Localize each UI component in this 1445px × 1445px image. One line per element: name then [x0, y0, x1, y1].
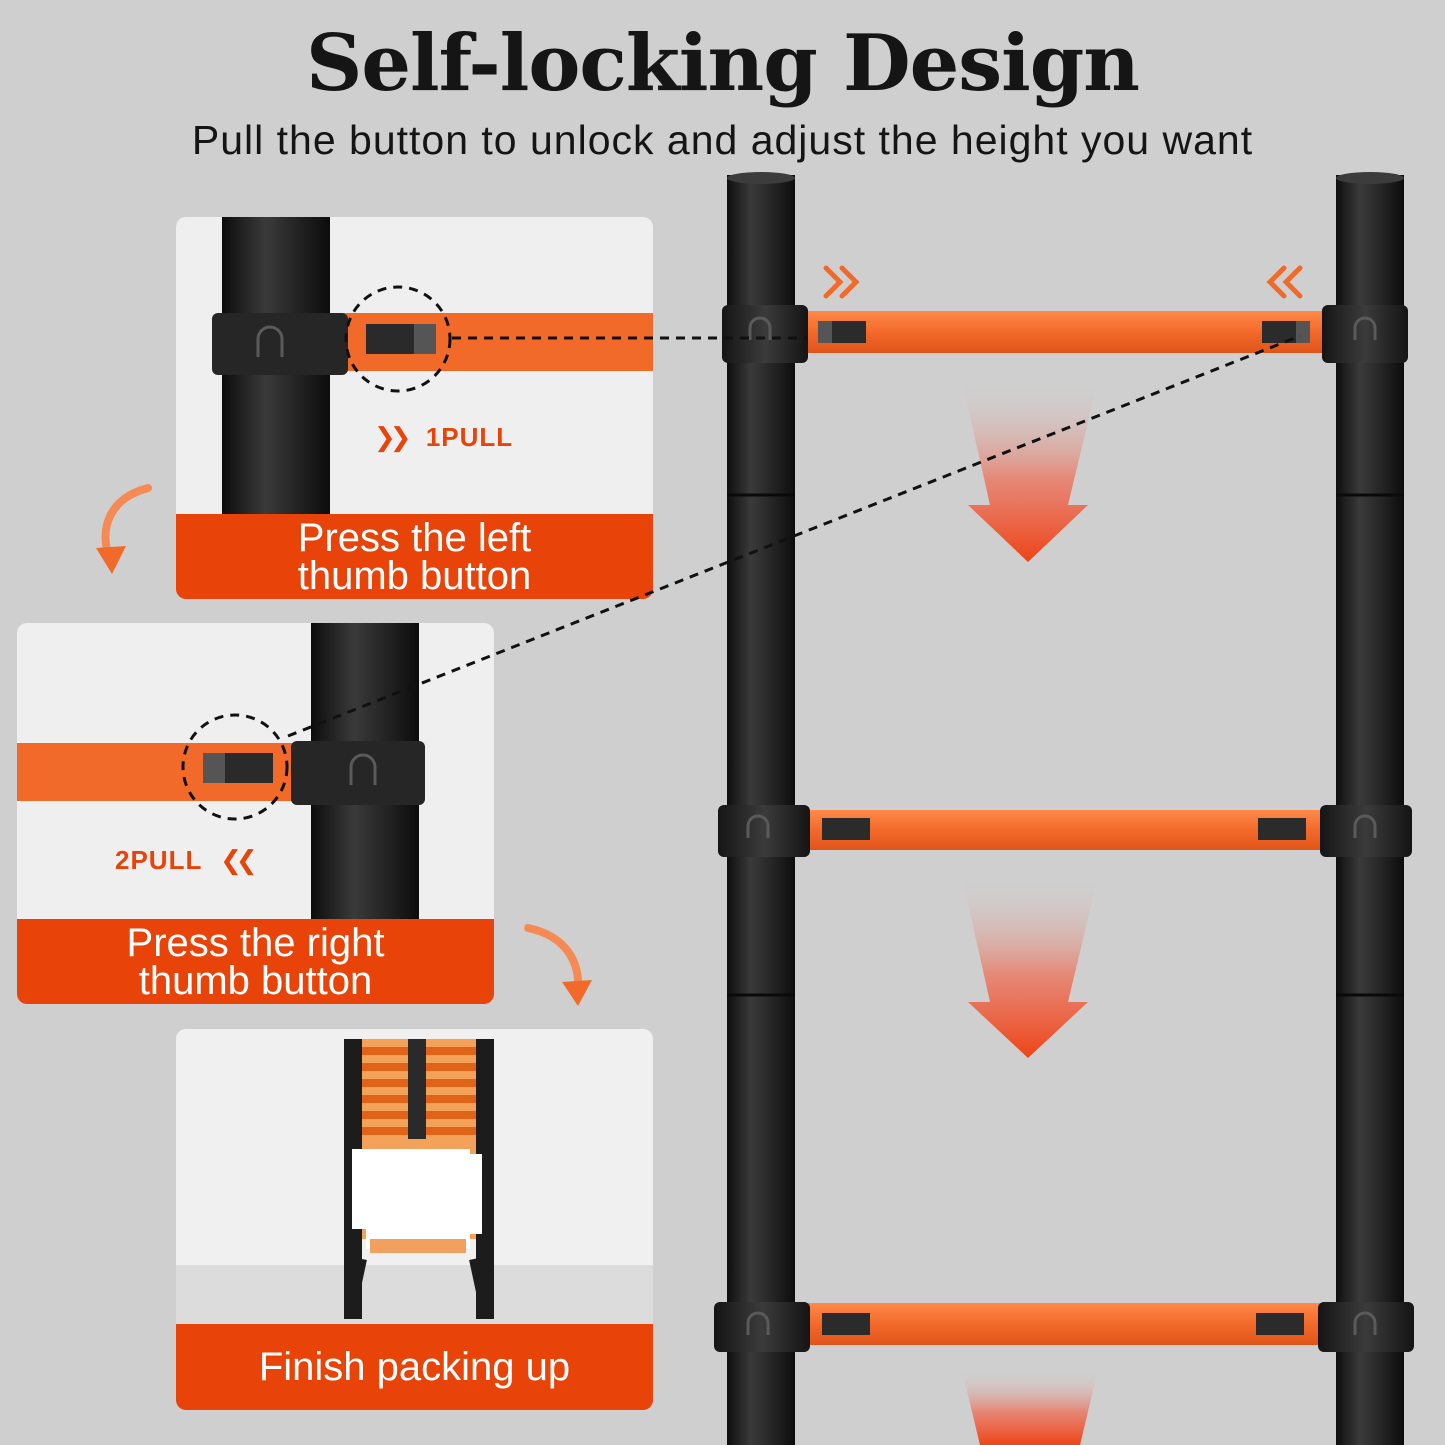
chevron-right-icon: [823, 265, 860, 299]
step-caption: Finish packing up: [258, 1345, 571, 1389]
chevron-left-icon: ❮❮: [220, 845, 257, 875]
pull-text: 1PULL: [425, 422, 514, 452]
pull-label: ❯❯ 1PULL: [374, 422, 513, 453]
rung-bottom: [714, 1302, 1414, 1352]
step-panel-left-button: ❯❯ 1PULL Press the left thumb button: [176, 217, 653, 599]
chevron-left-icon: [1266, 265, 1303, 299]
down-arrow-icon: [962, 1370, 1098, 1445]
down-arrow-icon: [962, 876, 1098, 1058]
caption-bar: Finish packing up: [176, 1324, 653, 1410]
page-subtitle: Pull the button to unlock and adjust the…: [191, 117, 1254, 163]
caption-bar: Press the left thumb button: [176, 514, 653, 599]
rung-top: [722, 305, 1408, 363]
step-caption: Press the left thumb button: [297, 515, 532, 598]
pull-label: 2PULL ❮❮: [115, 845, 258, 876]
step-panel-finish: Finish packing up: [176, 1029, 653, 1410]
step-panel-right-button: 2PULL ❮❮ Press the right thumb button: [17, 623, 494, 1004]
chevron-right-icon: ❯❯: [374, 422, 411, 452]
collapsed-ladder-photo: [176, 1029, 653, 1325]
caption-bar: Press the right thumb button: [17, 919, 494, 1004]
step-caption: Press the right thumb button: [126, 920, 385, 1003]
page-title: Self-locking Design: [305, 18, 1140, 109]
rung-middle: [718, 805, 1412, 857]
down-arrow-icon: [962, 380, 1098, 562]
pull-text: 2PULL: [115, 845, 202, 875]
